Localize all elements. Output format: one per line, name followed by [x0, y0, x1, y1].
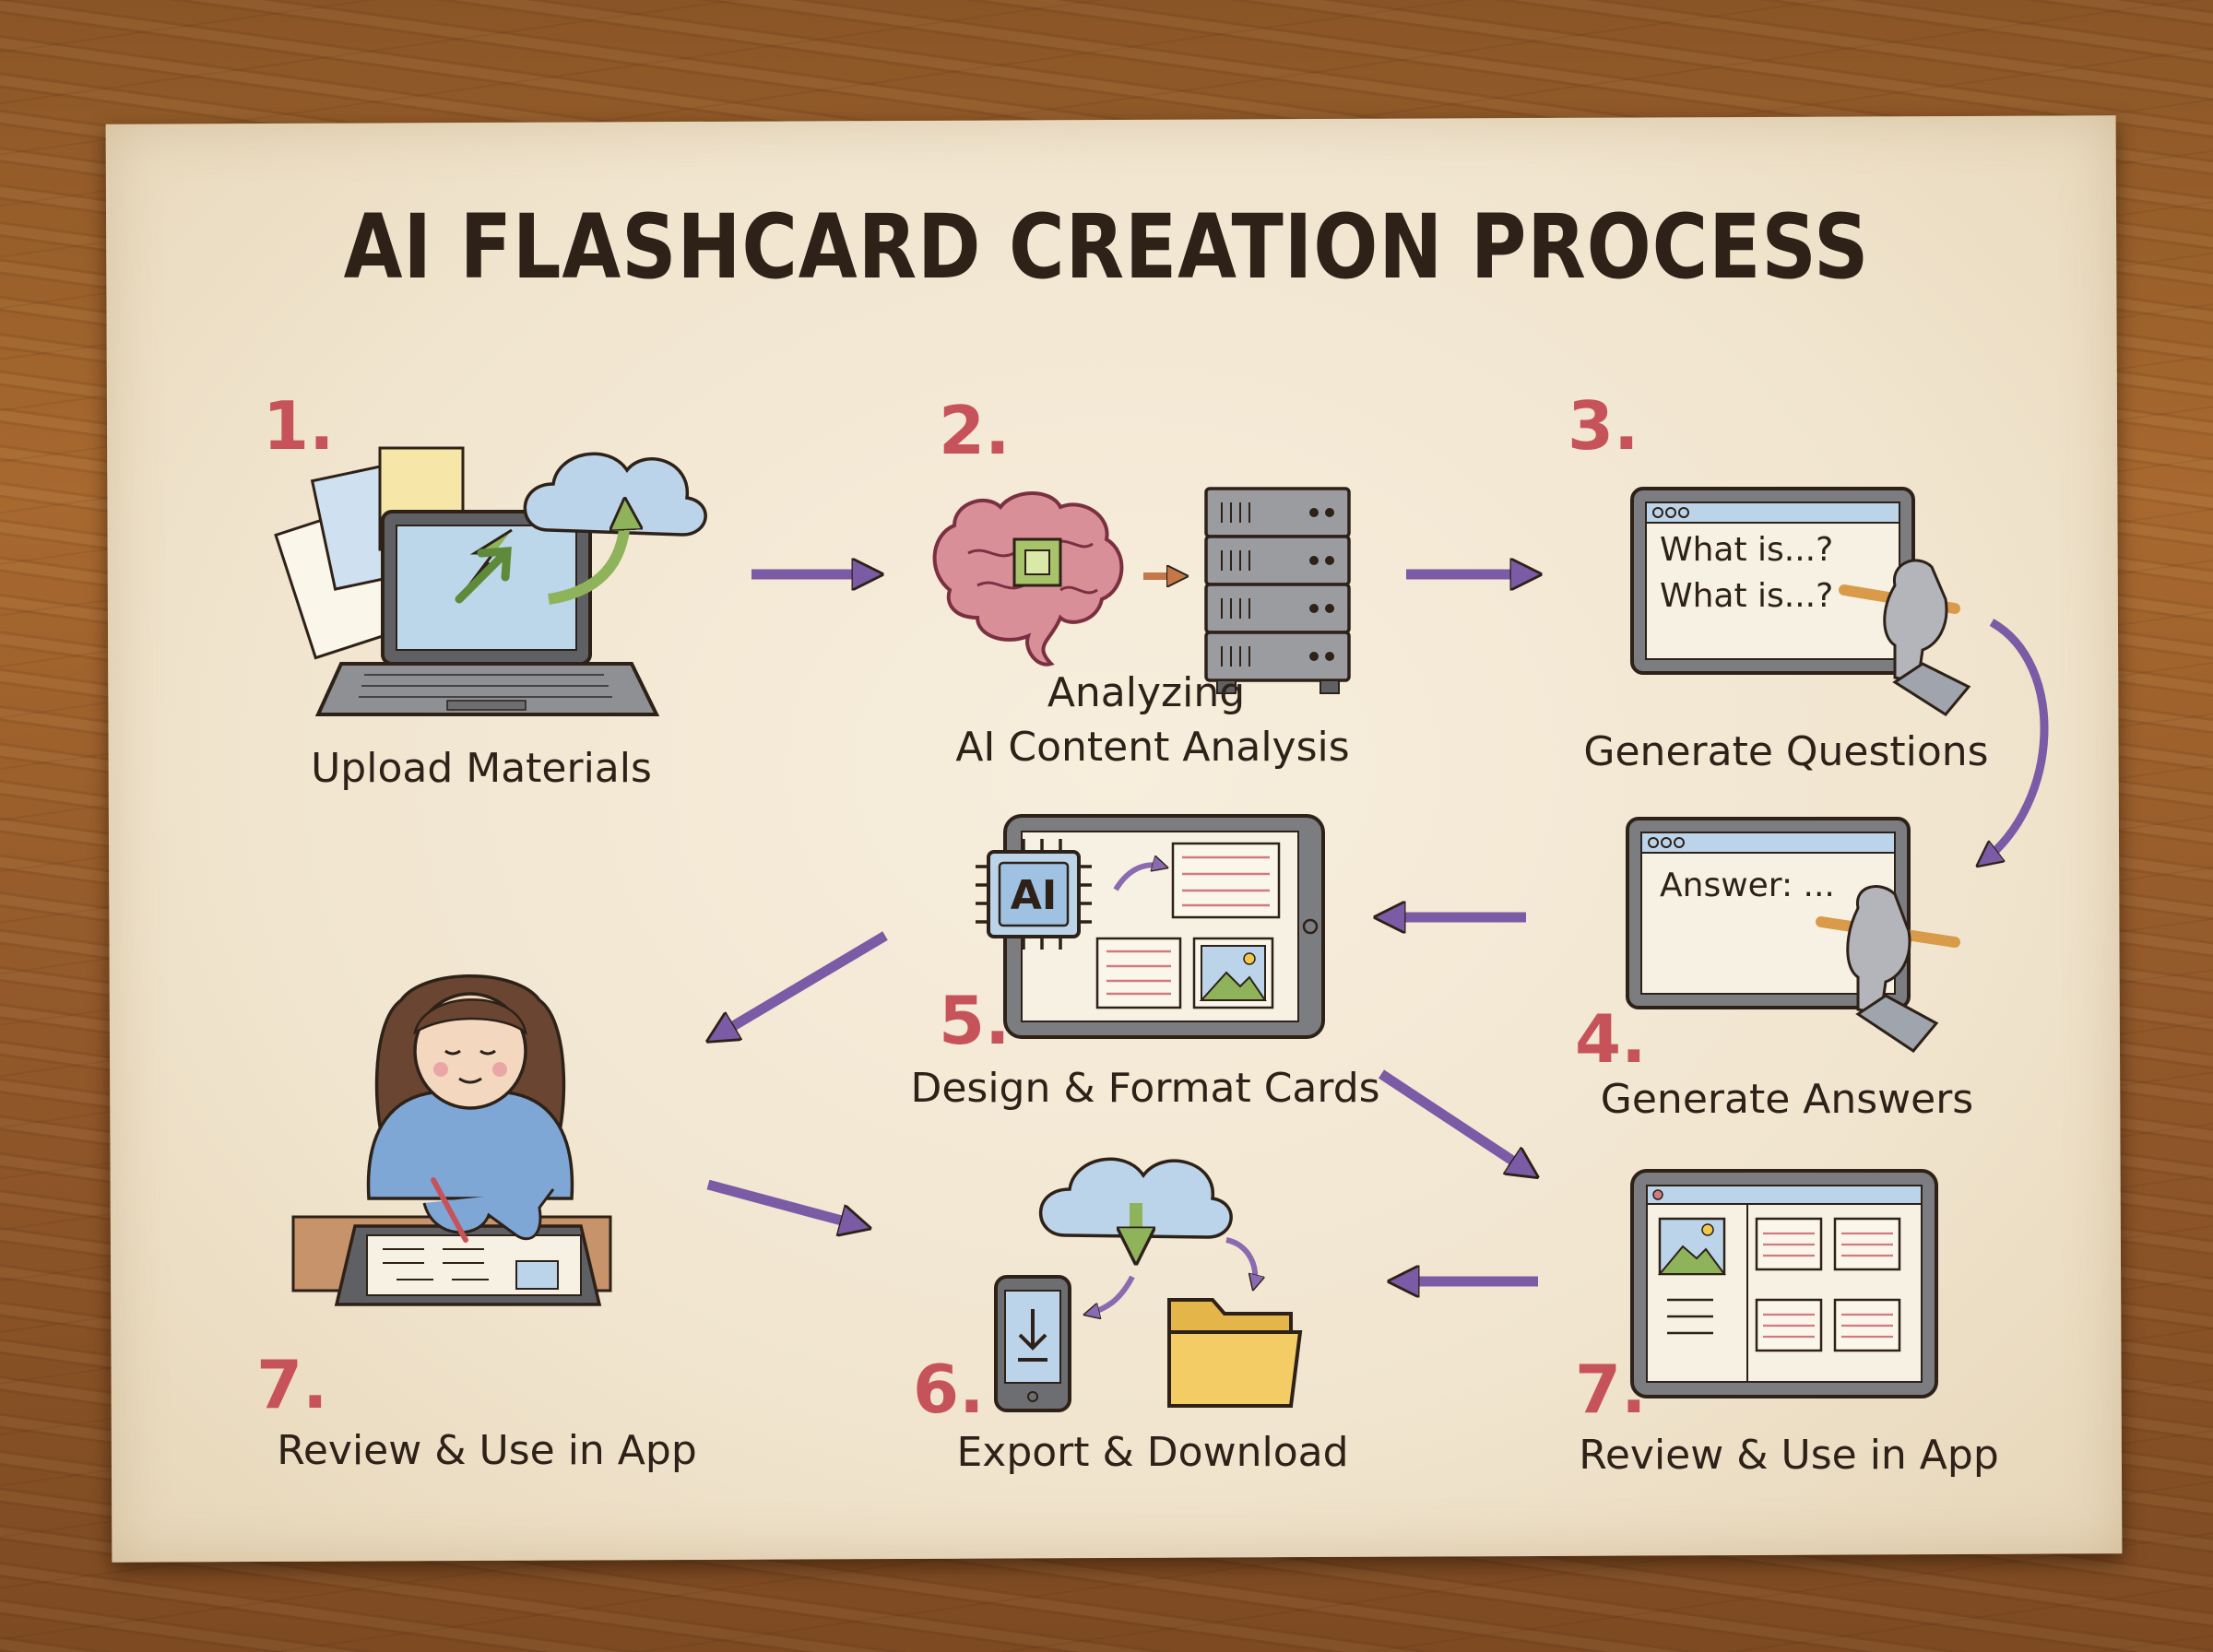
- step-number-7-left: 7.: [256, 1346, 328, 1423]
- question-screen-icon: What is...? What is...?: [1630, 487, 1915, 675]
- ai-chip-icon: AI: [976, 839, 1092, 950]
- step3-illustration: What is...? What is...?: [1630, 487, 1971, 716]
- step-number-1: 1.: [263, 387, 335, 465]
- arrow-3-to-4: [1982, 619, 2049, 862]
- step-number-5: 5.: [939, 982, 1011, 1059]
- step1-label: Upload Materials: [311, 745, 652, 792]
- question-line-2: What is...?: [1660, 577, 1833, 615]
- step1-illustration: [274, 446, 707, 716]
- step2-illustration: [932, 487, 1351, 694]
- tablet-icon: [1003, 814, 1325, 1039]
- arrow-7-left-to-6: [706, 1179, 862, 1226]
- step-number-7-right: 7.: [1575, 1351, 1647, 1428]
- cloud-download-icon: [1038, 1157, 1256, 1314]
- step2-label: AI Content Analysis: [955, 724, 1350, 771]
- diagram-title: AI FLASHCARD CREATION PROCESS: [343, 195, 1870, 299]
- step5-illustration: AI: [976, 814, 1325, 1039]
- folder-icon: [1167, 1298, 1303, 1408]
- step3-label: Generate Questions: [1583, 728, 1989, 775]
- brain-chip-icon: [932, 491, 1124, 667]
- step5-label: Design & Format Cards: [910, 1065, 1380, 1112]
- step-number-4: 4.: [1575, 1000, 1647, 1078]
- phone-icon: [994, 1275, 1071, 1412]
- step2-status: Analyzing: [1047, 669, 1246, 716]
- arrow-5-to-7-right: [1378, 1069, 1531, 1173]
- step7-left-label: Review & Use in App: [277, 1427, 697, 1474]
- answer-screen-icon: Answer: ...: [1626, 817, 1911, 1009]
- step4-illustration: Answer: ...: [1626, 817, 1960, 1053]
- step-number-3: 3.: [1568, 387, 1639, 465]
- step6-label: Export & Download: [956, 1429, 1349, 1476]
- answer-line-1: Answer: ...: [1660, 867, 1835, 904]
- cloud-upload-icon: [523, 452, 707, 605]
- robot-hand-icon: [1839, 559, 1971, 716]
- ai-chip-text: AI: [1011, 872, 1057, 919]
- arrow-5-to-7-left: [715, 931, 888, 1037]
- step-number-2: 2.: [939, 392, 1011, 469]
- server-icon: [1204, 487, 1351, 694]
- laptop-icon: [314, 510, 660, 716]
- robot-hand-icon-2: [1816, 885, 1960, 1053]
- review-tablet-icon: [1630, 1169, 1938, 1398]
- student-icon: [291, 974, 612, 1306]
- step-number-6: 6.: [913, 1351, 985, 1428]
- step6-illustration: [994, 1157, 1303, 1412]
- step7-right-label: Review & Use in App: [1579, 1432, 1999, 1479]
- step4-label: Generate Answers: [1600, 1076, 1974, 1123]
- question-line-1: What is...?: [1660, 531, 1833, 569]
